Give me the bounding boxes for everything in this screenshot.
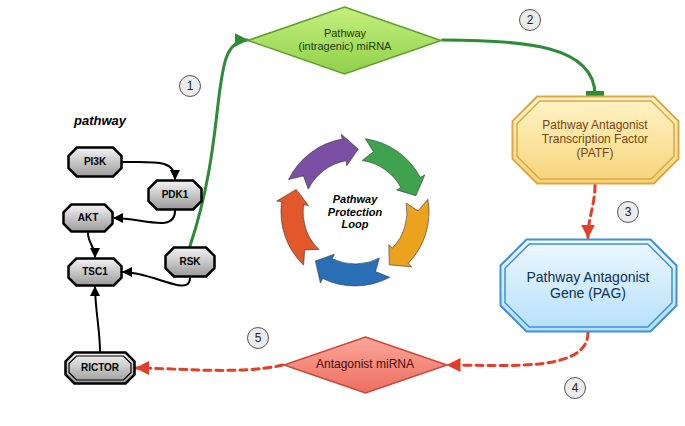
- node-label: pathway: [74, 114, 126, 129]
- octagon-inner-outline: [517, 101, 674, 179]
- connector: [588, 185, 595, 238]
- diamond-outline: [284, 337, 447, 393]
- octagon-inner-outline: [69, 356, 131, 380]
- protein-node: PI3K: [67, 146, 123, 178]
- connector: [443, 40, 596, 95]
- callout-text: 3: [625, 206, 632, 218]
- node-label: Pathway (intragenic) miRNA: [295, 27, 395, 52]
- node-label: TSC1: [82, 266, 108, 278]
- octagon-outline: [149, 181, 202, 210]
- node-label: Pathway Protection Loop: [315, 193, 395, 231]
- node-label: AKT: [78, 212, 99, 224]
- blob-outline: [16, 100, 243, 413]
- loop-arrow: [277, 189, 319, 265]
- loop-arrow: [315, 254, 389, 286]
- connector: [114, 211, 175, 223]
- callout-number: 3: [617, 201, 639, 223]
- node-label: Pathway Antagonist Transcription Factor …: [528, 119, 663, 160]
- pathway-region: pathwayPI3K PDK1AKT TSC1 RSK RICTOR: [8, 95, 248, 415]
- octagon-outline: [64, 205, 113, 232]
- callout-number: 5: [247, 327, 269, 349]
- loop-ring: Pathway Protection Loop: [275, 132, 435, 292]
- loop-arrow: [362, 139, 425, 196]
- callout-number: 1: [179, 75, 201, 97]
- connector: [88, 233, 95, 257]
- callout-text: 2: [527, 14, 534, 26]
- connector: [123, 162, 175, 179]
- node-label: RSK: [179, 256, 200, 268]
- octagon-outline: [66, 353, 135, 384]
- protein-node: TSC1: [67, 257, 123, 287]
- connector: [448, 333, 589, 366]
- node-label: PDK1: [162, 189, 189, 201]
- node-label: PI3K: [84, 156, 106, 168]
- octagon-outline: [512, 97, 678, 184]
- loop-arrow: [289, 134, 359, 189]
- protein-node: RICTOR: [64, 351, 136, 385]
- callout-text: 1: [187, 80, 194, 92]
- octagon-outline: [166, 248, 215, 277]
- octagon-inner-outline: [505, 244, 672, 327]
- protein-node: RSK: [164, 246, 216, 278]
- protein-node: AKT: [62, 203, 114, 233]
- callout-number: 4: [564, 377, 586, 399]
- gene-octagon: Pathway Antagonist Gene (PAG): [499, 238, 678, 333]
- octagon-outline: [69, 259, 122, 286]
- connector: [190, 40, 248, 246]
- callout-text: 4: [572, 382, 579, 394]
- mirna-diamond: Antagonist miRNA: [283, 336, 448, 394]
- mirna-diamond: Pathway (intragenic) miRNA: [247, 6, 442, 75]
- callout-number: 2: [519, 9, 541, 31]
- callout-text: 5: [255, 332, 262, 344]
- connector: [95, 287, 100, 351]
- node-label: RICTOR: [81, 362, 119, 374]
- octagon-outline: [500, 239, 676, 331]
- connector: [136, 365, 283, 370]
- transcription-factor-octagon: Pathway Antagonist Transcription Factor …: [511, 95, 680, 185]
- loop-arrow: [389, 199, 429, 267]
- node-label: Antagonist miRNA: [316, 358, 414, 372]
- protein-node: PDK1: [147, 179, 203, 211]
- diamond-outline: [248, 7, 441, 74]
- octagon-outline: [69, 148, 122, 177]
- node-label: Pathway Antagonist Gene (PAG): [516, 269, 661, 301]
